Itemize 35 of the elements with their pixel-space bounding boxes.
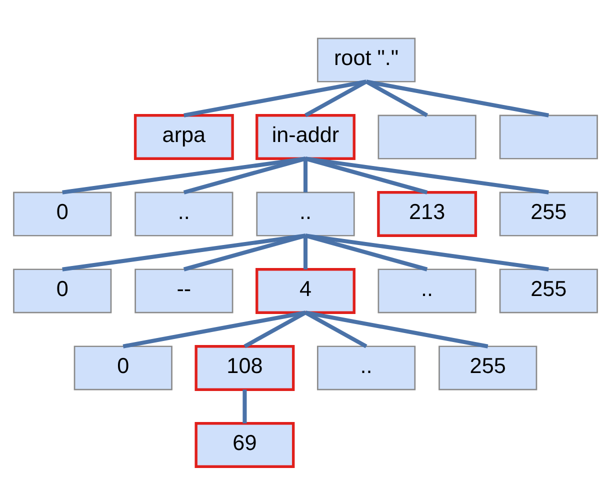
connector (366, 79, 549, 117)
node-box: arpa (134, 114, 234, 160)
node-box: in-addr (256, 114, 356, 160)
node-box: 255 (438, 345, 538, 390)
connector (242, 389, 247, 423)
node-box: 0 (13, 191, 112, 236)
node-box: 0 (74, 345, 172, 390)
connector (244, 310, 306, 348)
node-box: 108 (194, 344, 295, 390)
connector (122, 310, 306, 348)
node-box (378, 114, 476, 159)
connector (305, 310, 488, 348)
connector (183, 156, 306, 194)
connector (303, 158, 308, 192)
node-box: 4 (256, 268, 356, 314)
node-box: 255 (499, 191, 598, 236)
node-box (499, 114, 598, 159)
connector (183, 233, 306, 271)
node-box: 255 (499, 268, 598, 313)
connector (62, 156, 306, 194)
node-box: 0 (13, 268, 112, 313)
connector (305, 156, 549, 194)
node-box: .. (316, 345, 416, 390)
node-box: .. (134, 191, 234, 236)
connector (305, 233, 549, 271)
connector (304, 310, 368, 348)
node-box: .. (256, 191, 355, 236)
connector (303, 235, 308, 269)
node-box: 213 (377, 190, 478, 236)
node-box: root "." (316, 37, 416, 82)
node-box: .. (378, 268, 476, 313)
connector (62, 233, 306, 271)
connector (184, 79, 367, 117)
node-box: -- (134, 268, 234, 313)
node-box: 69 (194, 422, 295, 468)
